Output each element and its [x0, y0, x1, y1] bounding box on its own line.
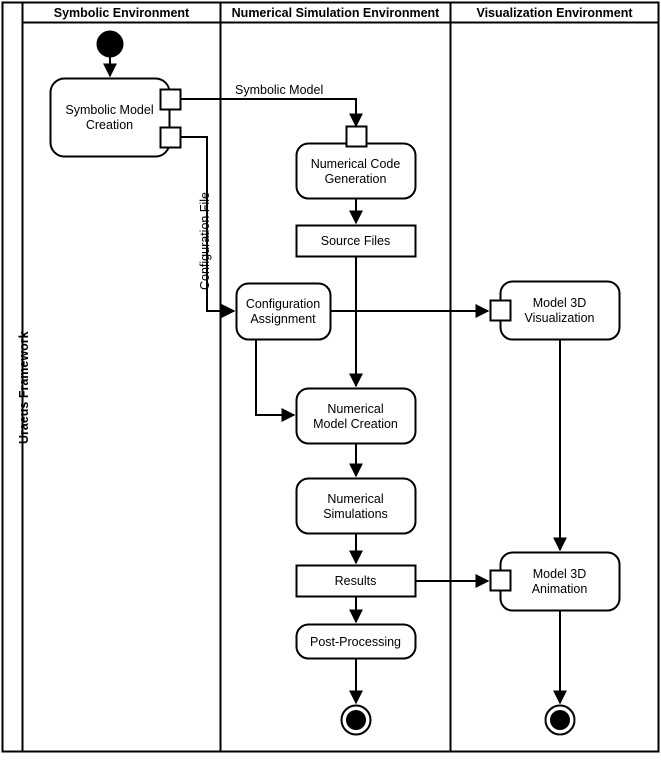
- lane-title-visualization: Visualization Environment: [476, 6, 633, 20]
- edge-config-to-numerical-model-creation: [255, 339, 296, 422]
- pin-symbolic-model-out[interactable]: [159, 88, 182, 111]
- final-node-numerical[interactable]: [340, 704, 372, 736]
- node-post-processing[interactable]: [295, 623, 417, 660]
- pool-title: Uraeus Framework: [17, 331, 31, 444]
- node-numerical-simulations[interactable]: [295, 477, 417, 535]
- edge-label-configuration-file: Configuration File: [198, 192, 212, 290]
- node-source-files[interactable]: [295, 224, 417, 258]
- lane-title-symbolic: Symbolic Environment: [53, 6, 190, 20]
- node-numerical-model-creation[interactable]: [295, 387, 417, 445]
- edge-label-symbolic-model: Symbolic Model: [235, 83, 324, 97]
- pin-model-3d-visualization-in[interactable]: [489, 299, 512, 322]
- node-results[interactable]: [295, 564, 417, 598]
- pin-configuration-file-out[interactable]: [159, 126, 182, 149]
- node-numerical-code-generation[interactable]: [295, 142, 417, 200]
- node-symbolic-model-creation[interactable]: [49, 77, 171, 158]
- lane-title-numerical: Numerical Simulation Environment: [231, 6, 440, 20]
- node-model-3d-visualization[interactable]: [499, 280, 621, 341]
- pin-symbolic-model-in[interactable]: [345, 125, 368, 148]
- node-configuration-assignment[interactable]: [235, 282, 332, 341]
- edge-symbolic-model: [180, 98, 363, 128]
- edges: [103, 57, 567, 705]
- initial-node[interactable]: [96, 30, 124, 58]
- node-model-3d-animation[interactable]: [499, 551, 621, 612]
- edge-configuration-file: [180, 136, 236, 318]
- pin-model-3d-animation-in[interactable]: [489, 569, 512, 592]
- final-node-visualization[interactable]: [544, 704, 576, 736]
